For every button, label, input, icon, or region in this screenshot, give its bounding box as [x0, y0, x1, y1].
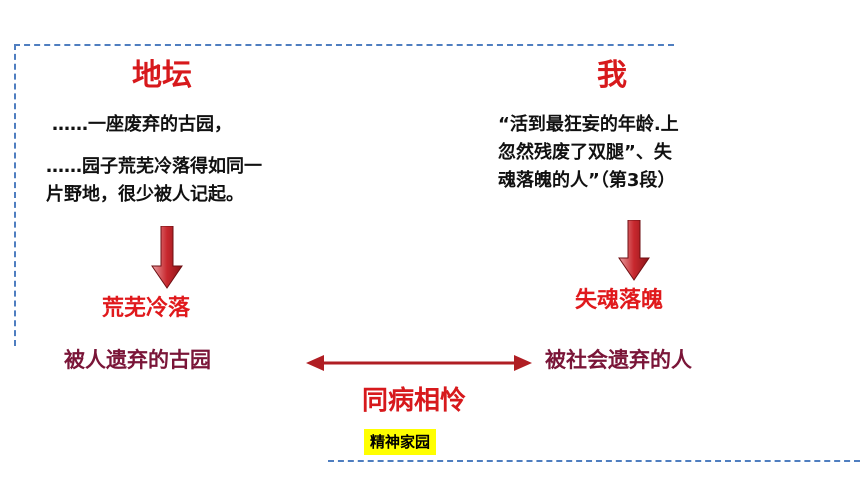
spiritual-home-badge: 精神家园 — [364, 429, 437, 455]
right-line-3: 魂落魄的人”（第3段） — [498, 170, 676, 191]
right-line-1: “活到最狂妄的年龄.上 — [498, 114, 679, 135]
left-keyword: 荒芜冷落 — [102, 296, 191, 321]
right-down-arrow — [618, 220, 650, 281]
left-line-2a: ……园子荒芜冷落得如同一 — [46, 156, 262, 177]
left-result: 被人遗弃的古园 — [64, 348, 211, 372]
double-arrow — [306, 355, 532, 371]
right-keyword: 失魂落魄 — [575, 288, 664, 313]
left-down-arrow — [151, 226, 183, 289]
right-result: 被社会遗弃的人 — [545, 348, 692, 372]
top-dashed-line — [14, 44, 674, 46]
left-line-2b: 片野地，很少被人记起。 — [46, 184, 244, 205]
left-line-1: ……一座废弃的古园， — [52, 114, 232, 135]
conclusion-text: 同病相怜 — [362, 386, 467, 416]
right-title: 我 — [597, 58, 627, 93]
bottom-dashed-line — [328, 460, 860, 462]
right-line-2: 忽然残废了双腿”、失 — [498, 142, 672, 163]
left-title: 地坛 — [132, 58, 192, 93]
left-dashed-line — [14, 44, 16, 346]
